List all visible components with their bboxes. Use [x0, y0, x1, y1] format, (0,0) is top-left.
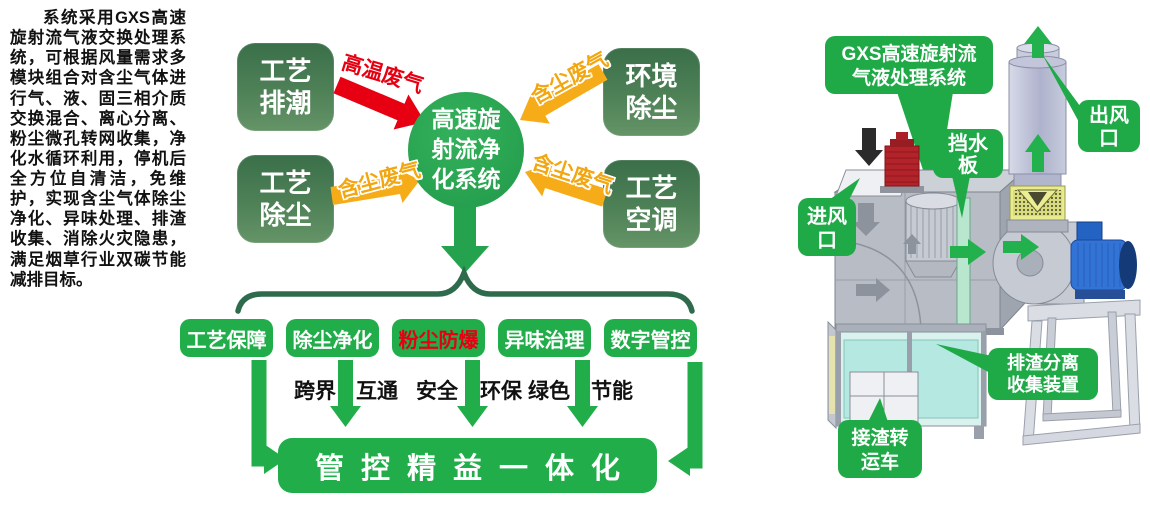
green-right-arrow-1 [950, 239, 986, 265]
bottom-banner-integrated-control: 管控精益一体化 [278, 438, 657, 493]
keyword-environment: 环保 [480, 380, 522, 403]
brace-connector [235, 265, 695, 314]
fan-stand [1022, 299, 1141, 446]
keyword-green: 绿色 [528, 380, 570, 403]
system-description-text: 系统采用GXS高速旋射流气液交换处理系统，可根据风量需求多模块组合对含尘气体进行… [10, 9, 186, 289]
l-arrow-left [251, 360, 267, 467]
label-slag-separator: 排渣分离 收集装置 [936, 344, 1098, 400]
module-box-dust-purification: 除尘净化 [286, 319, 379, 357]
machine-illustration: GXS高速旋射流 气液处理系统 挡水 板 出风 口 进风 口 排渣分离 收集装置 [798, 26, 1141, 478]
keyword-interconnect: 互通 [356, 380, 398, 403]
arrow-label-dust-gas-br: 含尘废气 [529, 150, 617, 199]
module-box-dust-explosion-proof: 粉尘防爆 [392, 319, 485, 357]
gray-down-arrow [852, 203, 880, 236]
rotary-net-drum [905, 192, 961, 278]
fan-volute [992, 221, 1085, 305]
source-box-line: 除尘 [259, 200, 312, 230]
green-up-arrow-cylinder [1025, 134, 1051, 172]
label-air-outlet-line2: 口 [1099, 128, 1119, 150]
green-right-arrow-2 [1003, 234, 1039, 260]
label-water-baffle-line2: 板 [958, 153, 979, 177]
source-box-line: 排潮 [259, 88, 312, 118]
source-box-line: 环境 [625, 60, 678, 91]
gray-right-arrow [856, 278, 890, 302]
blue-fan-motor [1070, 221, 1137, 299]
source-box-line: 工艺 [259, 55, 312, 86]
circle-line: 射流净 [431, 136, 501, 163]
source-box-line: 空调 [625, 205, 678, 235]
module-box-digital-control: 数字管控 [604, 319, 697, 357]
keyword-crossover: 跨界 [294, 380, 336, 403]
keyword-safety: 安全 [416, 380, 458, 403]
l-arrow-right-head [668, 446, 690, 476]
yellow-filter-band [1006, 185, 1069, 233]
arrow-label-dust-gas-bl: 含尘废气 [335, 158, 423, 203]
circle-line: 化系统 [431, 165, 501, 192]
label-air-inlet-line2: 口 [817, 230, 837, 252]
red-motor [880, 132, 924, 193]
l-arrow-right [687, 362, 703, 469]
module-box-process-guarantee: 工艺保障 [180, 319, 273, 357]
source-box-process-moisture: 工艺 排潮 [237, 43, 334, 131]
label-air-inlet: 进风 口 [798, 178, 860, 256]
label-system-line2: 气液处理系统 [851, 66, 966, 89]
source-box-line: 工艺 [259, 167, 312, 198]
label-slag-cart-line1: 接渣转 [851, 426, 908, 449]
label-air-outlet-line1: 出风 [1089, 104, 1129, 127]
label-water-baffle: 挡水 板 [933, 129, 1003, 218]
keyword-energy-saving: 节能 [591, 380, 633, 403]
label-slag-cart-line2: 运车 [861, 450, 899, 473]
source-box-process-dust: 工艺 除尘 [237, 155, 334, 243]
source-box-line: 除尘 [625, 93, 678, 123]
label-system: GXS高速旋射流 气液处理系统 [825, 36, 993, 94]
arrow-label-hot-gas: 高温废气 [339, 51, 427, 98]
label-slag-separator-line1: 排渣分离 [1007, 352, 1079, 373]
label-air-outlet: 出风 口 [1042, 54, 1140, 152]
source-box-environment-dust: 环境 除尘 [603, 48, 700, 136]
circle-stem-arrowhead [441, 246, 489, 273]
center-circle-purification-system: 高速旋 射流净 化系统 [408, 92, 524, 208]
gray-up-arrow [903, 234, 921, 254]
label-system-line1: GXS高速旋射流 [841, 42, 976, 65]
green-up-arrow-top [1024, 26, 1052, 58]
label-slag-separator-line2: 收集装置 [1007, 374, 1079, 395]
arrow-label-dust-gas-tr: 含尘废气 [527, 47, 613, 109]
label-air-inlet-line1: 进风 [807, 205, 847, 228]
circle-line: 高速旋 [431, 106, 501, 133]
label-water-baffle-line1: 挡水 [948, 132, 989, 155]
source-box-process-hvac: 工艺 空调 [603, 160, 700, 248]
source-box-line: 工艺 [625, 172, 678, 203]
black-down-arrow [855, 128, 883, 166]
label-slag-cart: 接渣转 运车 [838, 398, 922, 478]
module-box-odor-treatment: 异味治理 [498, 319, 591, 357]
